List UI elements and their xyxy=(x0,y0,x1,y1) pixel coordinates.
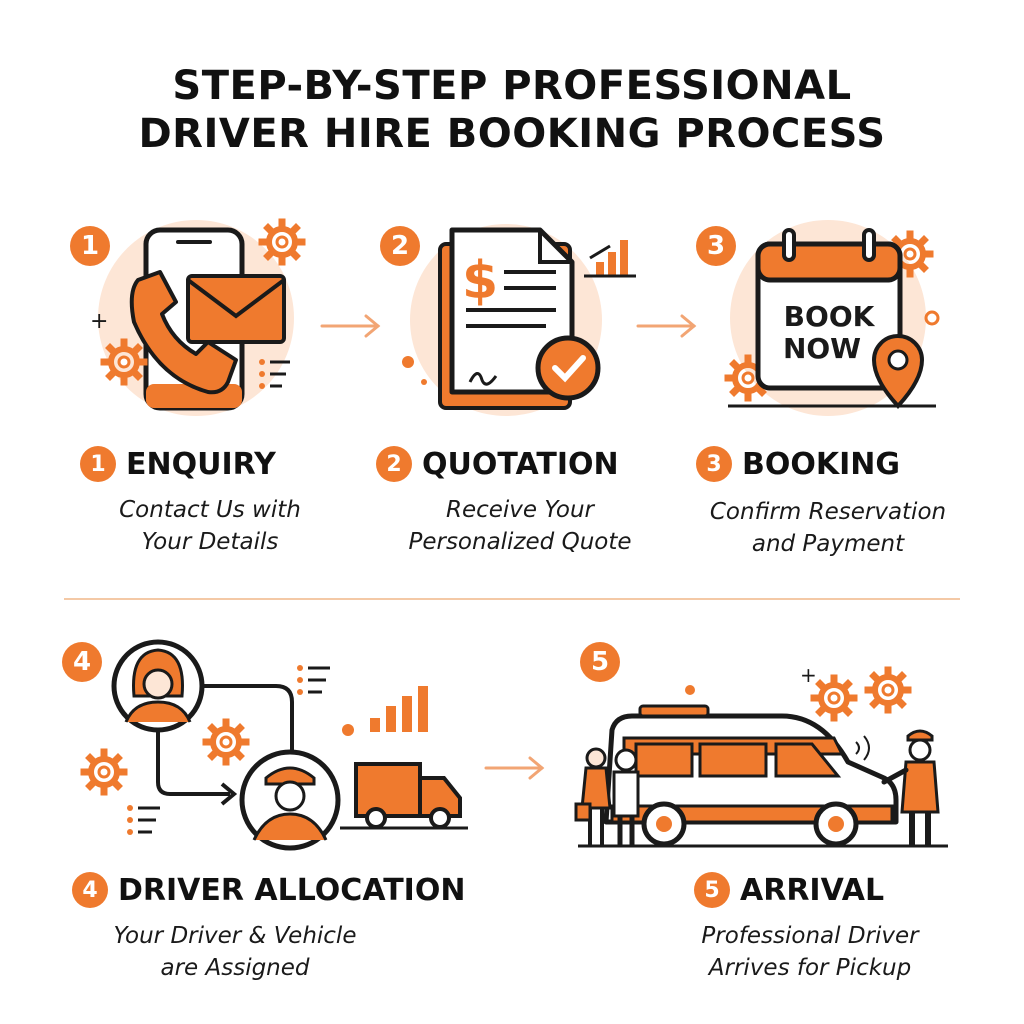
arrow-icon xyxy=(320,314,381,338)
svg-text:$: $ xyxy=(462,251,498,311)
step-2-illustration: $ xyxy=(402,224,636,416)
step-3-badge: 3 xyxy=(696,226,736,266)
step-2-desc-line-1: Receive Your xyxy=(445,497,595,523)
step-1-illustration: + xyxy=(90,220,302,416)
step-1-description: Contact Us with Your Details xyxy=(60,494,360,558)
step-3-desc-line-1: Confirm Reservation xyxy=(709,499,947,525)
step-1-name: ENQUIRY xyxy=(126,446,276,482)
step-2-badge: 2 xyxy=(380,226,420,266)
page-title: STEP-BY-STEP PROFESSIONAL DRIVER HIRE BO… xyxy=(0,62,1024,158)
step-5-number: 5 xyxy=(694,872,730,908)
step-3-illustration: BOOK NOW xyxy=(728,220,940,416)
step-4-badge: 4 xyxy=(62,642,102,682)
calendar-now-text: NOW xyxy=(783,332,861,365)
step-5-desc-line-2: Arrives for Pickup xyxy=(708,955,912,981)
step-4-description: Your Driver & Vehicle are Assigned xyxy=(60,920,410,984)
title-line-2: DRIVER HIRE BOOKING PROCESS xyxy=(138,111,886,157)
step-5-name: ARRIVAL xyxy=(740,872,885,908)
step-2-heading: 2 QUOTATION xyxy=(376,446,619,482)
calendar-book-text: BOOK xyxy=(784,300,876,333)
arrow-icon xyxy=(484,756,545,780)
step-3-desc-line-2: and Payment xyxy=(751,531,905,557)
step-1-number: 1 xyxy=(80,446,116,482)
svg-text:+: + xyxy=(800,663,817,687)
step-4-heading: 4 DRIVER ALLOCATION xyxy=(72,872,465,908)
step-4-desc-line-2: are Assigned xyxy=(160,955,310,981)
step-5-illustration: + xyxy=(574,663,948,848)
step-2-description: Receive Your Personalized Quote xyxy=(370,494,670,558)
step-4-name: DRIVER ALLOCATION xyxy=(118,872,466,908)
step-5-badge: 5 xyxy=(580,642,620,682)
step-3-name: BOOKING xyxy=(742,446,901,482)
step-5-description: Professional Driver Arrives for Pickup xyxy=(660,920,960,984)
step-3-heading: 3 BOOKING xyxy=(696,446,900,482)
step-4-number: 4 xyxy=(72,872,108,908)
svg-text:+: + xyxy=(90,309,108,334)
section-divider xyxy=(64,598,960,600)
step-1-desc-line-1: Contact Us with xyxy=(119,497,301,523)
step-1-heading: 1 ENQUIRY xyxy=(80,446,276,482)
arrow-icon xyxy=(636,314,697,338)
step-2-desc-line-2: Personalized Quote xyxy=(408,529,632,555)
step-5-heading: 5 ARRIVAL xyxy=(694,872,884,908)
step-2-name: QUOTATION xyxy=(422,446,619,482)
step-2-number: 2 xyxy=(376,446,412,482)
step-1-badge: 1 xyxy=(70,226,110,266)
step-1-desc-line-2: Your Details xyxy=(141,529,279,555)
step-5-desc-line-1: Professional Driver xyxy=(701,923,919,949)
step-3-description: Confirm Reservation and Payment xyxy=(690,496,966,560)
step-4-illustration xyxy=(84,639,468,851)
step-4-desc-line-1: Your Driver & Vehicle xyxy=(113,923,357,949)
title-line-1: STEP-BY-STEP PROFESSIONAL xyxy=(172,63,852,109)
step-3-number: 3 xyxy=(696,446,732,482)
